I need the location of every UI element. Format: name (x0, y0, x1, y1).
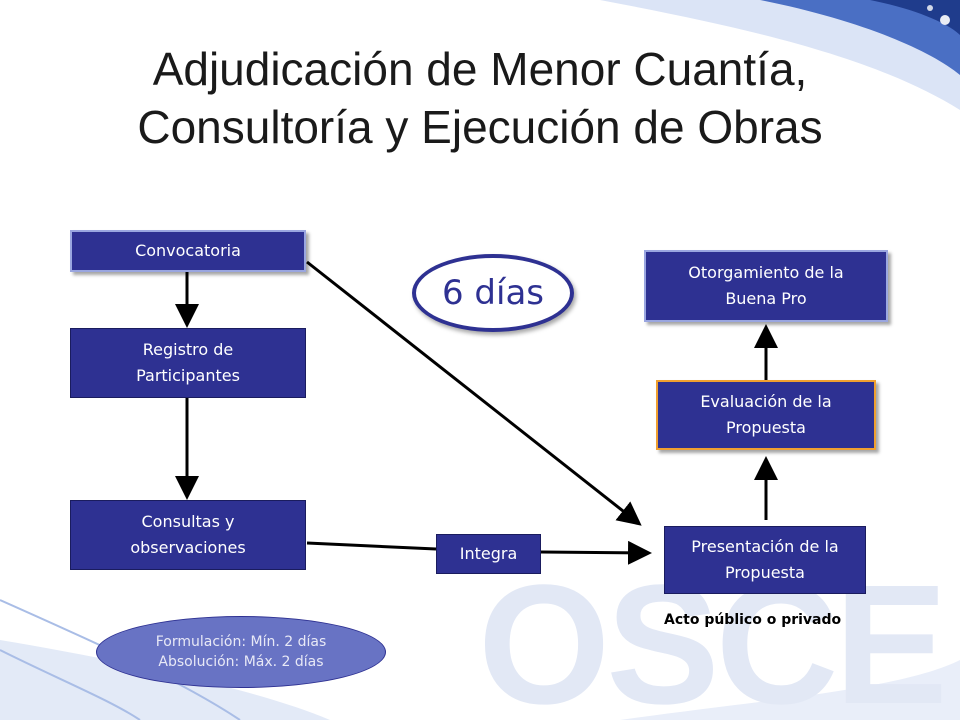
title-line-1: Adjudicación de Menor Cuantía, (152, 43, 808, 95)
node-registro-line1: Registro de (142, 340, 234, 359)
node-presentacion-line1: Presentación de la (691, 537, 839, 556)
node-registro-line2: Participantes (136, 366, 240, 385)
decor-dot-2 (927, 5, 933, 11)
decor-curve-bottom-right (620, 660, 960, 720)
node-registro: Registro de Participantes (70, 328, 306, 398)
node-presentacion: Presentación de la Propuesta (664, 526, 866, 594)
node-consultas-line1: Consultas y (141, 512, 235, 531)
node-presentacion-line2: Propuesta (725, 563, 805, 582)
node-convocatoria-label: Convocatoria (135, 241, 241, 260)
title-line-2: Consultoría y Ejecución de Obras (137, 101, 823, 153)
node-evaluacion: Evaluación de la Propuesta (656, 380, 876, 450)
days-oval: 6 días (412, 254, 574, 332)
formulacion-label: Formulación: Mín. 2 días (155, 634, 327, 650)
decor-dot-1 (940, 15, 950, 25)
node-otorgamiento: Otorgamiento de la Buena Pro (644, 250, 888, 322)
node-otorgamiento-line2: Buena Pro (725, 289, 807, 308)
line-consultas-integra (306, 541, 437, 551)
node-evaluacion-line2: Propuesta (726, 418, 806, 437)
days-label: 6 días (441, 273, 545, 313)
page-title: Adjudicación de Menor Cuantía, Consultor… (0, 40, 960, 156)
node-consultas: Consultas y observaciones (70, 500, 306, 570)
decor-swoosh-top-2 (760, 0, 960, 75)
node-evaluacion-line1: Evaluación de la (700, 392, 832, 411)
formulacion-oval: Formulación: Mín. 2 días Absolución: Máx… (96, 616, 386, 688)
arrow-convocatoria-presentacion (306, 260, 642, 526)
arrow-integra-presentacion (540, 540, 652, 565)
node-consultas-line2: observaciones (130, 538, 246, 557)
decor-swoosh-top-3 (870, 0, 960, 35)
node-integra-label: Integra (459, 544, 518, 563)
node-integra: Integra (436, 534, 541, 574)
node-otorgamiento-line1: Otorgamiento de la (688, 263, 844, 282)
decor-line-bottom-2 (0, 649, 141, 720)
absolucion-label: Absolución: Máx. 2 días (158, 654, 324, 670)
acto-publico-label: Acto público o privado (664, 612, 842, 628)
node-convocatoria: Convocatoria (70, 230, 306, 272)
